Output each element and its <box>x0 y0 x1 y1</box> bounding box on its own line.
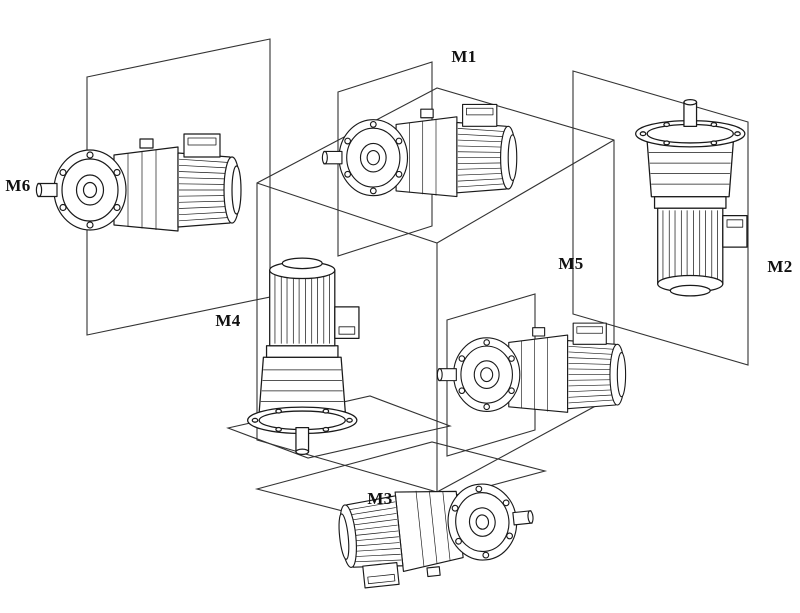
position-label-m6: M6 <box>5 176 31 195</box>
gearmotor-m5 <box>436 322 627 413</box>
position-label-m5: M5 <box>558 254 584 273</box>
mounting-planes <box>86 38 749 519</box>
plane-m1 <box>337 61 433 257</box>
position-label-m1: M1 <box>451 47 477 66</box>
position-label-m3: M3 <box>367 489 393 508</box>
position-label-m4: M4 <box>215 311 241 330</box>
gearmotor-m1 <box>321 103 518 198</box>
position-label-m2: M2 <box>767 257 793 276</box>
gearmotor-m6 <box>35 133 242 232</box>
gearmotor-m3 <box>335 477 540 591</box>
gearmotor-m2 <box>635 98 748 297</box>
plane-m3 <box>254 441 548 519</box>
gearmotor-m4 <box>247 257 360 456</box>
plane-m5 <box>446 293 536 457</box>
